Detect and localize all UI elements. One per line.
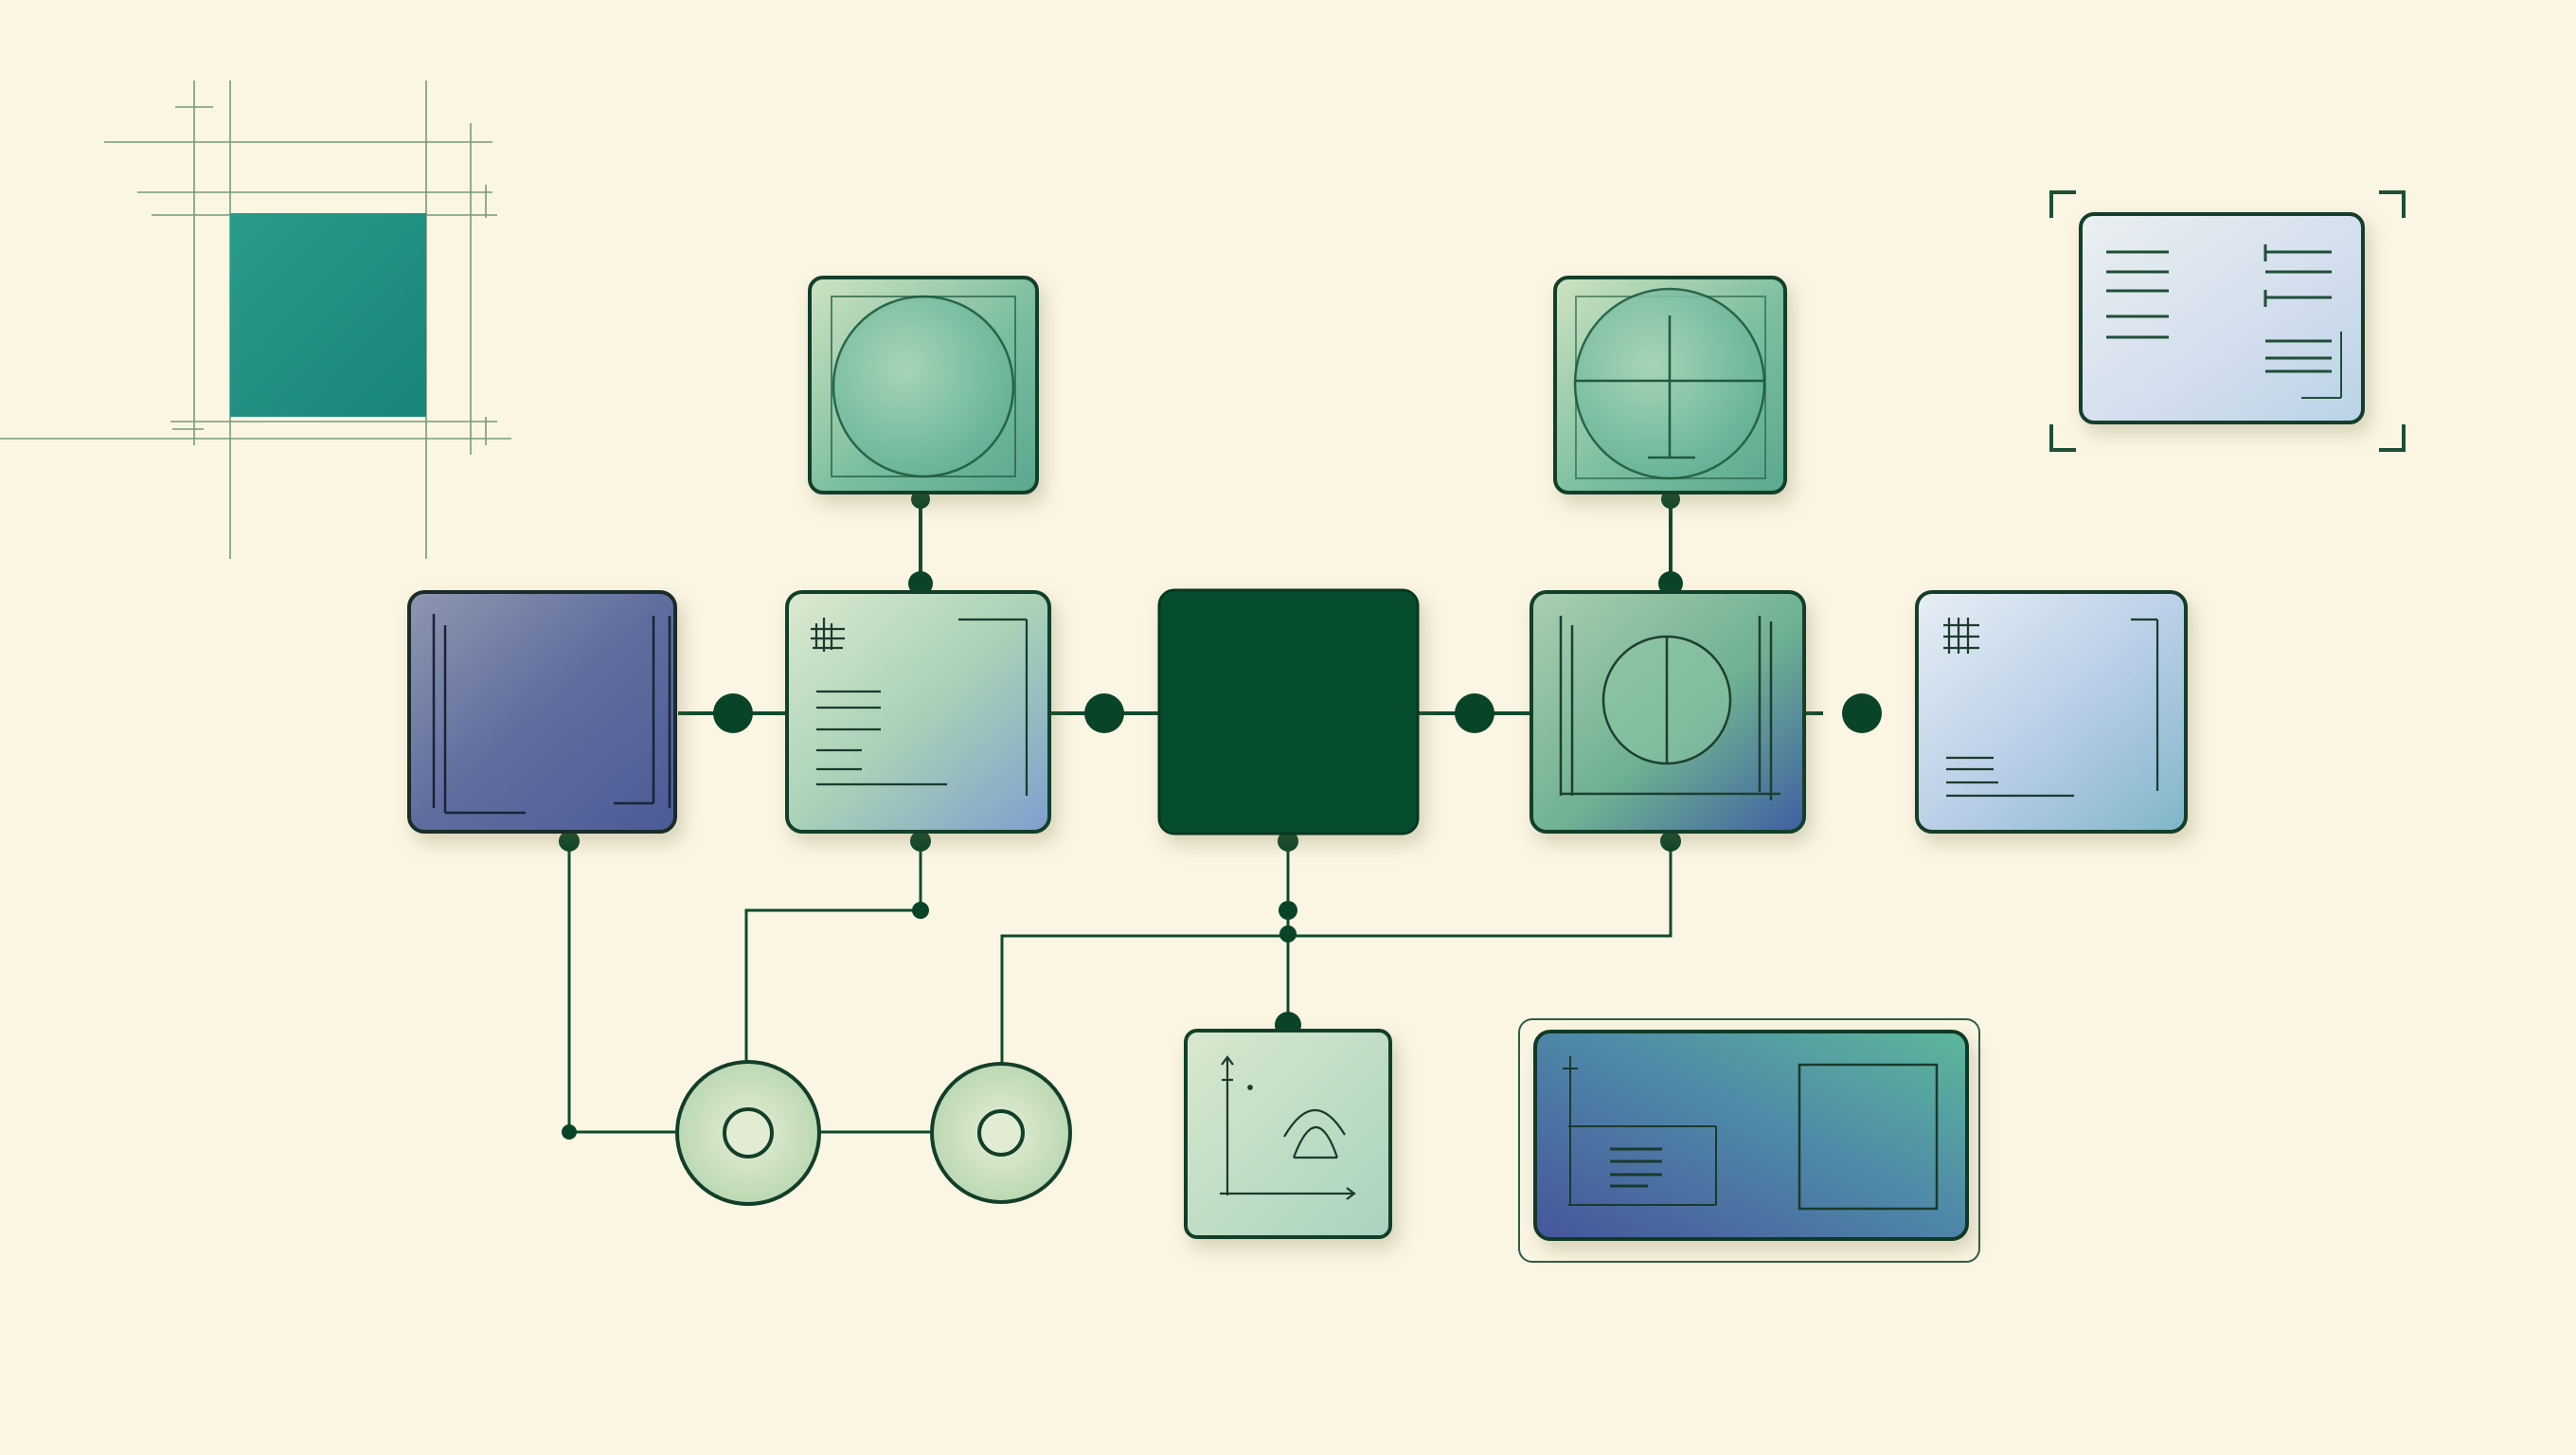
globe-icon xyxy=(1573,287,1766,480)
ring-node-1[interactable] xyxy=(675,1060,821,1206)
top-right-framed-card[interactable] xyxy=(2049,190,2406,452)
bracket-icon xyxy=(432,614,671,815)
node-chart[interactable] xyxy=(1184,1029,1392,1239)
split-circle-icon xyxy=(1559,616,1780,800)
node-circle-split[interactable] xyxy=(1530,590,1806,834)
grid-list-icon xyxy=(1943,618,2159,798)
top-node-globe[interactable] xyxy=(1553,276,1787,494)
ring-node-2[interactable] xyxy=(930,1062,1072,1204)
curve-chart-icon xyxy=(1220,1055,1356,1200)
wide-gradient-panel[interactable] xyxy=(1518,1018,1980,1263)
connector-dots xyxy=(559,490,1882,1140)
grid-list-icon xyxy=(811,618,1029,796)
node-dark-central[interactable] xyxy=(1157,588,1420,835)
top-node-circle[interactable] xyxy=(808,276,1039,494)
node-grid-list[interactable] xyxy=(785,590,1051,834)
list-columns-icon xyxy=(2106,244,2342,399)
node-blue-grid[interactable] xyxy=(1915,590,2188,834)
top-left-teal-square xyxy=(0,81,511,559)
corner-brackets xyxy=(2049,190,2406,452)
panel-layout-icon xyxy=(1563,1056,1939,1211)
circle-icon xyxy=(832,295,1015,478)
node-slate-bracket[interactable] xyxy=(407,590,677,834)
